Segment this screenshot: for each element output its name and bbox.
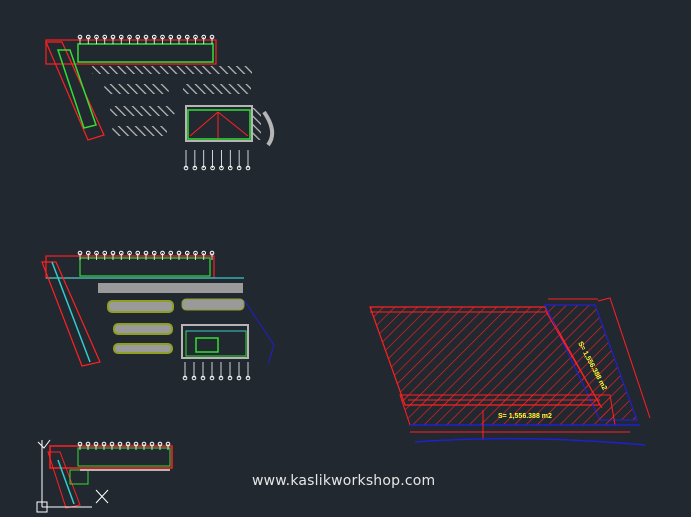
grid-marker [133, 441, 139, 447]
grid-marker [93, 441, 99, 447]
grid-marker [165, 441, 171, 447]
grid-marker [245, 375, 251, 381]
grid-marker [102, 34, 108, 40]
grid-marker [168, 34, 174, 40]
grid-marker [135, 250, 141, 256]
grid-marker [110, 34, 116, 40]
grid-marker [118, 250, 124, 256]
site-plan-2 [41, 250, 275, 381]
grid-marker [149, 441, 155, 447]
grid-marker [192, 165, 198, 171]
grid-marker [141, 441, 147, 447]
area-calculation-drawing: S= 1,556.388 m2 S= 1,556.388 m2 [369, 297, 651, 446]
grid-marker [77, 441, 83, 447]
grid-marker [77, 250, 83, 256]
grid-marker [191, 375, 197, 381]
grid-marker [209, 250, 215, 256]
grid-marker [193, 250, 198, 256]
grid-marker [85, 250, 91, 256]
grid-marker [227, 375, 233, 381]
grid-marker [118, 34, 124, 40]
grid-marker [127, 250, 132, 256]
grid-marker [160, 250, 165, 256]
grid-marker [160, 34, 165, 40]
grid-marker [184, 34, 190, 40]
grid-marker [176, 250, 182, 256]
grid-marker [184, 250, 190, 256]
grid-marker [176, 34, 182, 40]
grid-marker [102, 250, 108, 256]
grid-marker [183, 165, 189, 171]
grid-marker [201, 250, 207, 256]
grid-marker [219, 165, 224, 171]
grid-marker [151, 34, 157, 40]
watermark-text: www.kaslikworkshop.com [252, 473, 436, 489]
grid-marker [210, 165, 215, 171]
grid-marker [218, 375, 224, 381]
grid-marker [125, 441, 131, 447]
grid-marker [201, 165, 207, 171]
grid-marker [201, 34, 207, 40]
grid-marker [94, 34, 99, 40]
grid-marker [127, 34, 132, 40]
grid-marker [135, 34, 141, 40]
grid-marker [109, 441, 115, 447]
grid-marker [151, 250, 157, 256]
grid-marker [227, 165, 233, 171]
grid-marker [94, 250, 99, 256]
grid-marker [77, 34, 83, 40]
grid-marker [110, 250, 116, 256]
grid-marker [168, 250, 174, 256]
site-plan-3 [47, 441, 173, 509]
grid-marker [209, 375, 215, 381]
grid-marker [143, 250, 149, 256]
grid-marker [157, 441, 163, 447]
area-label-bottom: S= 1,556.388 m2 [498, 413, 552, 420]
grid-marker [143, 34, 149, 40]
ucs-axis-icon [36, 439, 109, 513]
grid-marker [236, 165, 242, 171]
grid-marker [209, 34, 215, 40]
grid-marker [193, 34, 198, 40]
site-plan-1 [45, 34, 275, 171]
grid-marker [245, 165, 251, 171]
grid-marker [182, 375, 188, 381]
grid-marker [117, 441, 123, 447]
grid-marker [236, 375, 242, 381]
grid-marker [200, 375, 206, 381]
grid-marker [101, 441, 107, 447]
grid-marker [85, 441, 91, 447]
grid-marker [85, 34, 91, 40]
